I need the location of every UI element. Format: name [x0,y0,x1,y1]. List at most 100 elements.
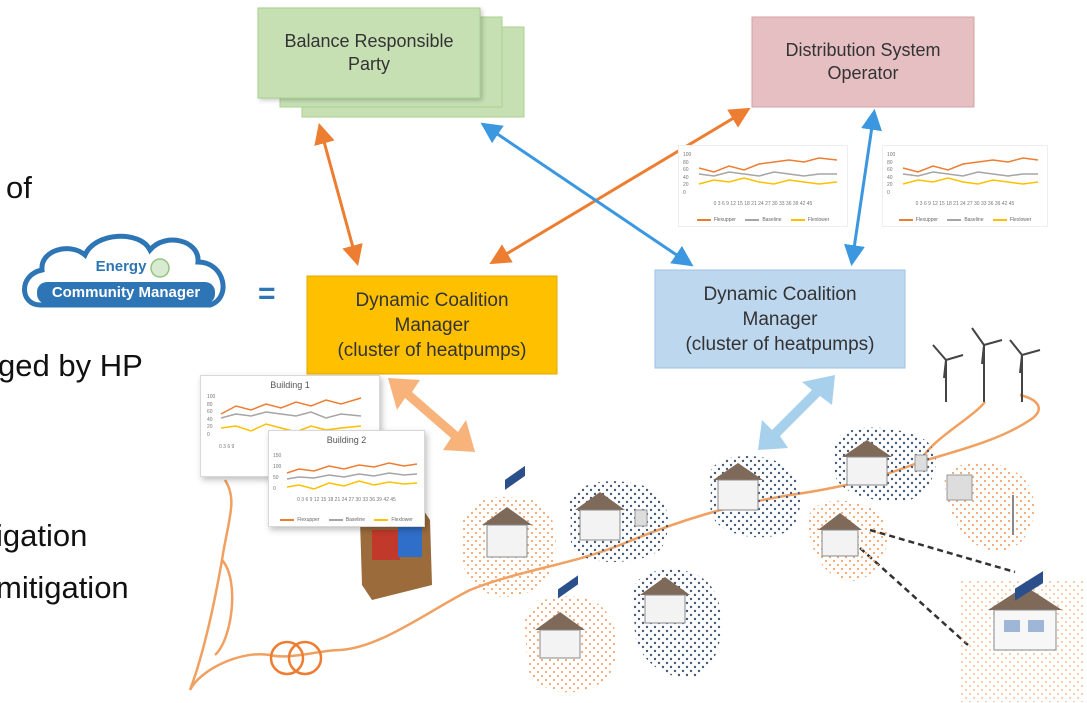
dcm-left-node-shape [306,275,558,375]
chart-building-1-xticks: 0 3 6 9 [219,444,235,450]
y-tick: 80 [683,159,689,166]
legend-label: Flexupper [297,517,320,523]
chart-building-2-title: Building 2 [326,435,367,445]
legend-item-baseline: Baseline [328,517,365,523]
chart-dso-2-yticks: 100 80 60 40 20 0 [887,152,895,197]
grid-cable [188,393,1040,691]
legend-label: Flexlower [391,517,413,523]
dcm-left-node: Dynamic Coalition Manager (cluster of he… [307,276,557,374]
legend-item-flexlower: Flexlower [374,517,413,523]
y-tick: 50 [273,475,279,481]
y-tick: 80 [207,401,213,408]
house-8 [632,569,722,678]
legend-label: Baseline [964,217,984,223]
y-tick: 100 [887,152,896,158]
dcm-right-node: Dynamic Coalition Manager (cluster of he… [655,270,905,368]
wind-turbines-icon [932,327,1041,402]
legend-item-baseline: Baseline [947,217,984,223]
y-tick: 100 [273,464,282,470]
brain-icon [150,258,170,278]
y-tick: 20 [887,182,893,188]
chart-dso-2-xticks: 0 3 6 9 12 15 18 21 24 27 30 33 36 39 42… [915,201,1015,207]
y-tick: 0 [273,486,276,492]
dso-label-line1: Distribution System [785,40,941,60]
chart-building-2-legend: Flexupper Baseline Flexlower [269,517,424,523]
dcm-right-node-shape [654,269,906,369]
dso-node-shape [751,16,975,108]
house-cluster [461,427,1085,702]
legend-item-baseline: Baseline [745,217,782,223]
series-flexlower [698,177,838,185]
chart-dso-2: 100 80 60 40 20 0 0 3 6 9 12 15 18 21 24… [882,145,1048,227]
brp-label-line1: Balance Responsible [284,31,454,51]
house-7 [524,575,617,693]
dashed-connector-1 [869,528,1016,574]
series-flexupper [902,157,1039,173]
chart-building-2-yticks: 150 100 50 0 [273,451,281,495]
chart-building-1-title: Building 1 [270,380,310,390]
storage-tank-icon [360,505,432,600]
series-flexupper [286,462,418,474]
arrow-brp-dcm-left [314,122,363,267]
legend-item-flexupper: Flexupper [696,217,736,223]
dcm-left-label-line3: (cluster of heatpumps) [337,339,527,361]
house-6 [808,500,888,581]
legend-item-flexlower: Flexlower [790,217,830,223]
dso-label-line2: Operator [827,63,899,83]
y-tick: 60 [207,409,213,415]
chart-dso-1-yticks: 100 80 60 40 20 0 [683,152,691,197]
chart-dso-1-plot [698,157,838,185]
house-3 [709,456,801,538]
legend-label: Baseline [762,217,782,223]
series-flexupper [698,157,838,173]
y-tick: 40 [887,174,893,181]
dcm-left-label-line2: Manager [394,314,470,336]
energy-community-manager-logo [22,233,226,308]
series-flexlower [286,480,418,490]
y-tick: 20 [207,424,213,430]
series-baseline [902,171,1038,177]
transformer-icon [269,640,323,676]
house-5 [944,462,1035,551]
dcm-right-label-line3: (cluster of heatpumps) [685,333,875,355]
legend-label: Flexlower [807,217,830,223]
series-flexlower [902,177,1039,185]
left-text-line2: ged by HP [0,348,143,383]
arrow-brp-dcm-right [480,122,694,267]
chart-building-2: Building 2 150 100 50 0 0 3 6 9 12 15 18… [268,430,425,527]
legend-label: Flexlower [1009,217,1032,223]
chart-building-2-xticks: 0 3 6 9 12 15 18 21 24 27 30 33 36 39 42… [297,497,396,503]
legend-label: Baseline [345,517,365,523]
house-detail [960,571,1085,702]
legend-item-flexlower: Flexlower [992,217,1032,223]
y-tick: 0 [207,431,210,438]
dcm-left-label-line1: Dynamic Coalition [355,289,509,311]
brp-label-line2: Party [347,54,390,74]
chart-dso-2-plot [902,157,1039,185]
chart-dso-2-legend: Flexupper Baseline Flexlower [883,217,1047,223]
legend-label: Flexupper [713,217,736,223]
dso-node: Distribution System Operator [752,17,974,107]
y-tick: 40 [207,416,213,423]
y-tick: 60 [887,167,893,173]
y-tick: 100 [207,394,216,400]
left-text-line3: igation [0,518,88,553]
y-tick: 80 [887,159,893,166]
chart-dso-1: 100 80 60 40 20 0 0 3 6 9 12 15 18 21 24… [678,145,848,227]
house-1 [461,465,556,597]
y-tick: 150 [273,453,282,459]
chart-building-1-yticks: 100 80 60 40 20 0 [207,394,215,439]
house-2 [569,481,669,562]
legend-item-flexupper: Flexupper [898,217,938,223]
chart-dso-1-legend: Flexupper Baseline Flexlower [679,217,847,223]
dcm-right-label-line2: Manager [742,308,818,330]
equals-sign: = [258,277,276,310]
left-text-line4: mitigation [0,570,129,605]
y-tick: 100 [683,152,692,158]
legend-item-flexupper: Flexupper [280,517,319,523]
y-tick: 40 [683,174,689,181]
fat-arrow-right [758,375,835,450]
dcm-right-label-line1: Dynamic Coalition [703,283,857,305]
brp-node: Balance Responsible Party [258,8,480,98]
